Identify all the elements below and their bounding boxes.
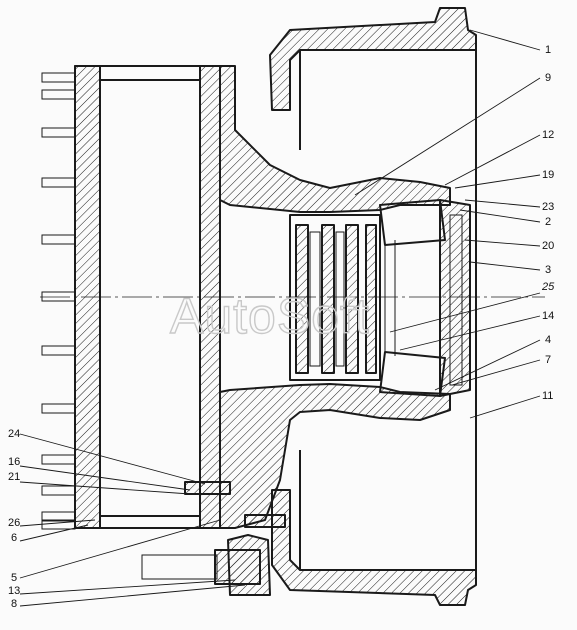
label-11: 11 — [542, 390, 553, 402]
label-20: 20 — [542, 240, 554, 252]
label-26: 26 — [8, 517, 20, 529]
label-25: 25 — [541, 281, 555, 293]
watermark: AutoSoft — [170, 288, 370, 344]
label-9: 9 — [545, 72, 551, 84]
label-16: 16 — [8, 456, 20, 468]
studs — [41, 72, 76, 530]
brake-drum — [269, 7, 477, 606]
label-24: 24 — [8, 428, 20, 440]
label-7: 7 — [545, 354, 551, 366]
label-5: 5 — [11, 572, 17, 584]
label-4: 4 — [545, 334, 551, 346]
label-13: 13 — [8, 585, 20, 597]
bearing-assembly — [289, 199, 471, 397]
label-14: 14 — [542, 310, 554, 322]
label-12: 12 — [542, 129, 554, 141]
label-21: 21 — [8, 471, 20, 483]
label-1: 1 — [545, 44, 551, 56]
end-cover — [74, 65, 221, 529]
label-6: 6 — [11, 532, 17, 544]
fasteners — [141, 481, 286, 596]
label-8: 8 — [11, 598, 17, 610]
label-3: 3 — [545, 264, 551, 276]
label-2: 2 — [545, 216, 551, 228]
label-19: 19 — [542, 169, 554, 181]
part-labels: 1 9 12 19 23 2 20 3 25 14 4 7 11 24 16 2… — [8, 44, 555, 610]
leader-lines — [19, 29, 541, 607]
label-23: 23 — [542, 201, 554, 213]
